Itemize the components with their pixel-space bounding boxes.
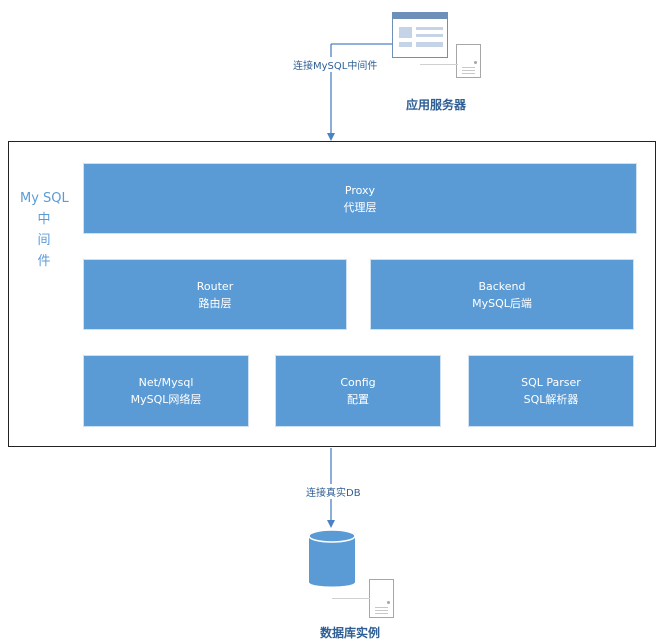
backend-subtitle: MySQL后端: [472, 296, 532, 310]
connect-mysql-middleware-label: 连接MySQL中间件: [292, 57, 379, 72]
config-subtitle: 配置: [347, 393, 369, 406]
config-name: Config: [340, 376, 376, 389]
proxy-layer-box: Proxy 代理层: [83, 163, 637, 234]
router-subtitle: 路由层: [198, 296, 232, 310]
sql-parser-name: SQL Parser: [521, 376, 581, 389]
backend-name: Backend: [478, 279, 526, 293]
server-tower-icon: [456, 44, 481, 78]
middleware-title-char-1: 中: [37, 212, 51, 227]
middleware-title-text: My SQL: [20, 191, 69, 206]
middleware-vertical-title: My SQL 中 间 件: [20, 188, 69, 272]
application-window-icon: [392, 12, 448, 58]
database-icon: [308, 529, 356, 587]
database-ground-line: [332, 598, 370, 599]
net-mysql-subtitle: MySQL网络层: [130, 393, 202, 406]
router-name: Router: [196, 279, 234, 293]
connect-real-db-label: 连接真实DB: [305, 484, 362, 499]
net-mysql-layer-box: Net/Mysql MySQL网络层: [83, 355, 249, 427]
server-ground-line: [420, 64, 458, 65]
proxy-subtitle: 代理层: [343, 200, 377, 214]
middleware-title-char-2: 间: [37, 233, 51, 248]
net-mysql-name: Net/Mysql: [138, 376, 194, 389]
database-server-icon: [369, 579, 394, 618]
proxy-name: Proxy: [344, 183, 376, 197]
database-instance-caption: 数据库实例: [320, 626, 381, 640]
sql-parser-layer-box: SQL Parser SQL解析器: [468, 355, 634, 427]
config-layer-box: Config 配置: [275, 355, 441, 427]
app-server-caption: 应用服务器: [406, 98, 467, 112]
backend-layer-box: Backend MySQL后端: [370, 259, 634, 330]
middleware-title-char-3: 件: [37, 254, 51, 269]
router-layer-box: Router 路由层: [83, 259, 347, 330]
sql-parser-subtitle: SQL解析器: [523, 393, 579, 406]
